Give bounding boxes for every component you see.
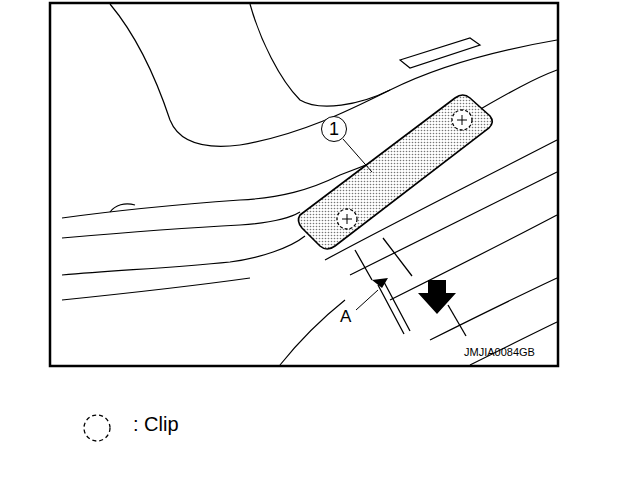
- callout-circle: 1: [321, 116, 347, 142]
- callout-number: 1: [329, 120, 339, 138]
- figure-code: JMJIA0084GB: [464, 347, 535, 358]
- legend-text: : Clip: [133, 414, 179, 434]
- part-letter: A: [339, 308, 352, 325]
- clip-symbol: [84, 415, 110, 441]
